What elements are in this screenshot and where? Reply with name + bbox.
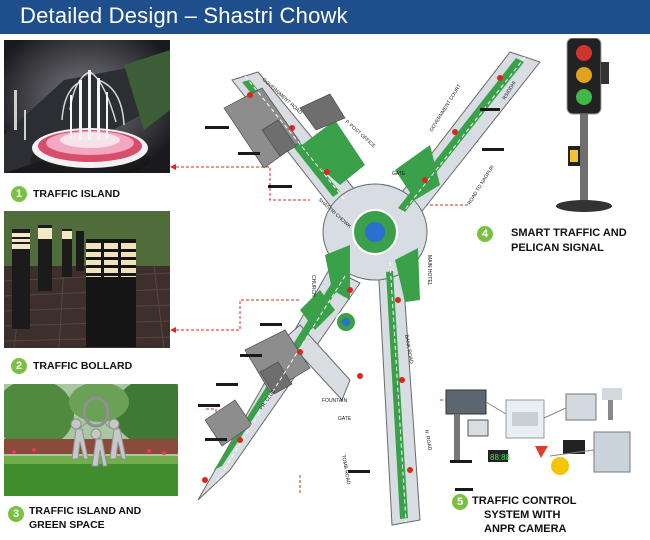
feature-label-3-line2: GREEN SPACE: [29, 519, 105, 531]
feature-label-5-line2: SYSTEM WITH: [484, 509, 561, 521]
plan-label-gate-bottom: GATE: [338, 416, 352, 422]
traffic-signal-illustration: [556, 38, 612, 212]
plan-label-main-hotel: MAIN HOTEL: [426, 255, 432, 286]
anpr-readout: 88:88: [490, 453, 511, 462]
traffic-island-photo: [4, 40, 170, 173]
feature-label-2: TRAFFIC BOLLARD: [33, 360, 133, 372]
feature-number-2: 2: [11, 358, 27, 374]
dimension-tags: [198, 108, 504, 491]
feature-number-3: 3: [8, 506, 24, 522]
signal-markers: [202, 75, 503, 483]
feature-number-1: 1: [11, 186, 27, 202]
feature-label-4-line2: PELICAN SIGNAL: [511, 242, 604, 254]
roundabout: [335, 209, 398, 333]
feature-label-4-line1: SMART TRAFFIC AND: [511, 227, 627, 239]
anpr-system-illustration: 88:88: [445, 388, 631, 475]
plan-label-church: CHURCH: [310, 275, 316, 297]
feature-label-5-line3: ANPR CAMERA: [484, 523, 567, 535]
page-title: Detailed Design – Shastri Chowk: [20, 3, 348, 28]
buildings: [204, 87, 346, 447]
plan-label-tomb-road: TOMB ROAD: [340, 454, 351, 485]
lane-markings: [214, 56, 526, 523]
plan-label-fountain: FOUNTAIN: [322, 398, 348, 404]
green-space-photo: [4, 384, 178, 496]
feature-number-5: 5: [452, 494, 468, 510]
feature-label-3-line1: TRAFFIC ISLAND AND: [29, 505, 142, 517]
plan-label-gate-top: GATE: [392, 171, 406, 177]
plan-label-n-road: N. ROAD: [423, 429, 433, 451]
feature-number-4: 4: [477, 226, 493, 242]
feature-label-1: TRAFFIC ISLAND: [33, 188, 120, 200]
plan-label-bank-road: BANK ROAD: [403, 334, 414, 364]
plan-label-road-to-nagpur: ROAD TO NAGPUR: [467, 164, 496, 206]
traffic-bollard-photo: [4, 211, 170, 348]
header-bar: Detailed Design – Shastri Chowk: [0, 0, 650, 34]
feature-label-5-line1: TRAFFIC CONTROL: [472, 495, 577, 507]
